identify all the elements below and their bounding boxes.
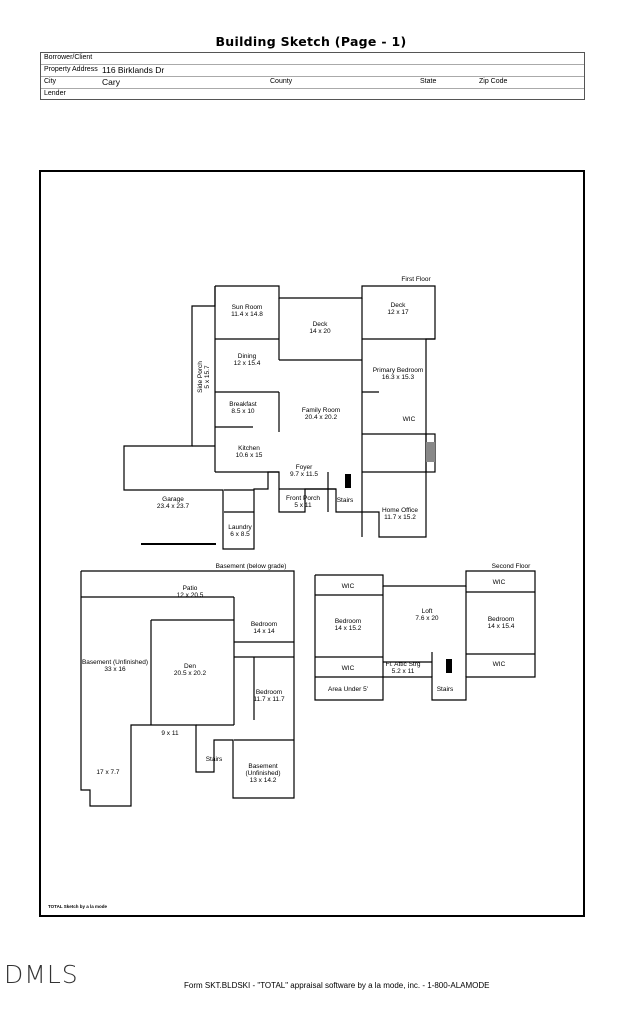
room-second-wic-4: WIC [493, 661, 506, 668]
address-value: 116 Birklands Dr [102, 65, 165, 75]
room-second-bedroom-1: Bedroom [335, 618, 361, 625]
room-side-porch-dim: 5 x 15.7 [204, 365, 211, 389]
room-den: Den [184, 663, 196, 670]
room-den-dim: 20.5 x 20.2 [174, 670, 207, 677]
room-area-under: Area Under 5' [328, 686, 368, 693]
sketch-credit: TOTAL Sketch by a la mode [48, 904, 108, 909]
borrower-label: Borrower/Client [44, 54, 93, 61]
room-side-porch: Side Porch [197, 361, 204, 393]
room-basement-bedroom-1: Bedroom [251, 621, 277, 628]
room-deck-1-dim: 14 x 20 [309, 328, 331, 335]
room-basement-bedroom-2-dim: 11.7 x 11.7 [253, 696, 285, 703]
room-patio: Patio [183, 585, 198, 592]
room-deck-2: Deck [391, 302, 407, 309]
room-second-wic-2: WIC [493, 579, 506, 586]
page-title: Building Sketch (Page - 1) [215, 34, 407, 49]
room-basement-stairs: Stairs [206, 756, 223, 763]
room-second-bedroom-1-dim: 14 x 15.2 [335, 625, 362, 632]
room-second-wic-1: WIC [342, 583, 355, 590]
room-family-dim: 20.4 x 20.2 [305, 414, 338, 421]
dmls-watermark: DMLS [4, 960, 79, 989]
room-family: Family Room [302, 407, 340, 414]
borrower-row: Borrower/Client [41, 53, 584, 65]
room-loft-dim: 7.6 x 20 [415, 615, 439, 622]
second-floor-stairs-mark [446, 659, 452, 673]
room-loft: Loft [422, 608, 433, 615]
room-foyer-dim: 9.7 x 11.5 [290, 471, 318, 478]
room-sun-room-dim: 11.4 x 14.8 [231, 311, 263, 318]
room-garage-dim: 23.4 x 23.7 [157, 503, 190, 510]
lender-row: Lender [41, 89, 584, 101]
room-front-porch-dim: 5 x 11 [294, 502, 312, 509]
lender-label: Lender [44, 90, 66, 97]
room-home-office: Home Office [382, 507, 418, 514]
address-label: Property Address [44, 66, 98, 73]
room-home-office-dim: 11.7 x 15.2 [384, 514, 416, 521]
form-footer: Form SKT.BLDSKI - "TOTAL" appraisal soft… [184, 981, 490, 990]
room-foyer: Foyer [296, 464, 313, 471]
room-second-stairs: Stairs [437, 686, 454, 693]
room-basement-bedroom-2: Bedroom [256, 689, 282, 696]
room-attic-dim: 5.2 x 11 [392, 668, 415, 675]
room-second-bedroom-2: Bedroom [488, 616, 514, 623]
city-label: City [44, 78, 57, 85]
room-17x77: 17 x 7.7 [96, 769, 120, 776]
room-primary-bedroom-dim: 16.3 x 15.3 [382, 374, 415, 381]
room-dining: Dining [238, 353, 257, 360]
room-laundry-dim: 6 x 8.5 [230, 531, 250, 538]
first-floor-label: First Floor [401, 276, 431, 283]
room-garage: Garage [162, 496, 184, 503]
floor-plan-drawing: First Floor Basement (below grade) Secon… [80, 276, 536, 807]
room-breakfast: Breakfast [229, 401, 257, 408]
building-sketch-frame: First Floor Basement (below grade) Secon… [39, 170, 585, 917]
zip-label: Zip Code [479, 78, 508, 85]
room-dining-dim: 12 x 15.4 [234, 360, 261, 367]
room-unfinished-dim: 33 x 16 [104, 666, 126, 673]
city-row: City Cary County State Zip Code [41, 77, 584, 89]
room-unfinished-2: Basement [248, 763, 277, 770]
room-unfinished-2-sub: (Unfinished) [245, 770, 280, 777]
room-patio-dim: 12 x 20.5 [177, 592, 204, 599]
room-sun-room: Sun Room [232, 304, 263, 311]
room-unfinished-2-dim: 13 x 14.2 [250, 777, 277, 784]
state-label: State [420, 78, 437, 85]
room-primary-bedroom: Primary Bedroom [373, 367, 424, 374]
room-unfinished: Basement (Unfinished) [82, 659, 148, 666]
property-header-table: Borrower/Client Property Address 116 Bir… [40, 52, 585, 100]
room-kitchen-dim: 10.6 x 15 [236, 452, 263, 459]
address-row: Property Address 116 Birklands Dr [41, 65, 584, 77]
room-breakfast-dim: 8.5 x 10 [231, 408, 255, 415]
room-wic: WIC [403, 416, 416, 423]
room-9x11: 9 x 11 [161, 730, 179, 737]
second-floor-outline [314, 570, 536, 701]
room-stairs: Stairs [337, 497, 354, 504]
basement-label: Basement (below grade) [216, 563, 287, 570]
county-label: County [270, 78, 293, 85]
room-basement-bedroom-1-dim: 14 x 14 [253, 628, 275, 635]
room-laundry: Laundry [228, 524, 252, 531]
room-second-bedroom-2-dim: 14 x 15.4 [488, 623, 515, 630]
room-front-porch: Front Porch [286, 495, 320, 502]
first-floor-stairs-mark [345, 474, 351, 488]
room-second-wic-3: WIC [342, 665, 355, 672]
room-attic: Fl. Attic Strg [385, 661, 420, 668]
basement-outline [80, 570, 295, 807]
room-kitchen: Kitchen [238, 445, 260, 452]
room-deck-2-dim: 12 x 17 [387, 309, 409, 316]
city-value: Cary [102, 77, 120, 87]
primary-bath-tile [426, 442, 435, 462]
second-floor-label: Second Floor [492, 563, 531, 570]
first-floor-outline [123, 285, 436, 550]
room-deck-1: Deck [313, 321, 329, 328]
